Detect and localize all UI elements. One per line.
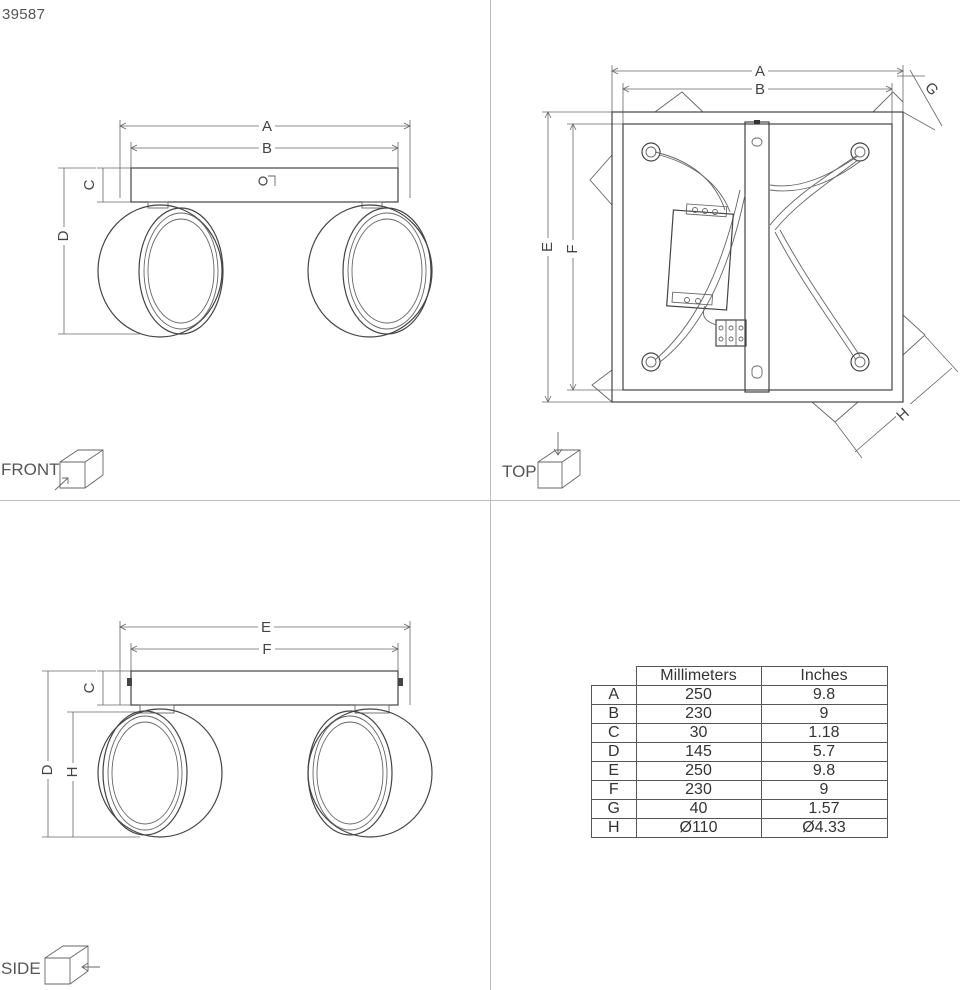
row-mm: 230 xyxy=(635,704,762,724)
top-label-g: G xyxy=(921,79,942,99)
row-in: 9.8 xyxy=(760,685,888,705)
row-in: 9 xyxy=(760,704,888,724)
row-mm: 40 xyxy=(635,799,762,819)
table-header-blank xyxy=(591,666,637,686)
top-view-cube-icon xyxy=(537,432,581,489)
top-label-b: B xyxy=(755,81,765,98)
row-key: H xyxy=(591,818,637,838)
side-view-label: SIDE xyxy=(1,959,41,978)
row-key: E xyxy=(591,761,637,781)
top-label-f: F xyxy=(564,244,581,253)
front-dimension-c: C xyxy=(81,167,131,203)
row-in: 1.57 xyxy=(760,799,888,819)
side-dimension-c: C xyxy=(81,670,131,706)
top-cables xyxy=(654,151,863,363)
row-in: 1.18 xyxy=(760,723,888,743)
row-in: 5.7 xyxy=(760,742,888,762)
row-key: A xyxy=(591,685,637,705)
top-outer-plate xyxy=(611,111,904,403)
row-key: C xyxy=(591,723,637,743)
top-driver-box xyxy=(666,203,734,311)
horizontal-divider xyxy=(0,500,960,501)
product-code: 39587 xyxy=(2,6,46,23)
front-view-cube-icon xyxy=(54,449,104,491)
side-spot-right xyxy=(307,704,433,838)
side-label-c: C xyxy=(81,682,98,693)
side-dimension-d: D xyxy=(39,670,140,838)
side-dimension-e: E xyxy=(119,617,411,705)
row-key: G xyxy=(591,799,637,819)
top-dimension-h: H xyxy=(834,335,959,459)
row-key: B xyxy=(591,704,637,724)
front-label-c: C xyxy=(81,179,98,190)
side-view-cube-icon xyxy=(44,945,100,985)
top-terminal-block xyxy=(703,305,747,347)
top-dimension-g: G xyxy=(897,69,943,131)
front-label-a: A xyxy=(262,118,272,135)
top-view-label: TOP xyxy=(502,462,537,481)
vertical-divider xyxy=(490,0,491,990)
table-header-millimeters: Millimeters xyxy=(635,666,762,686)
front-view: A B C xyxy=(54,116,433,491)
front-dimension-b: B xyxy=(130,138,399,168)
front-dimension-a: A xyxy=(119,116,411,198)
row-mm: Ø110 xyxy=(635,818,762,838)
front-screw xyxy=(258,176,268,186)
front-dimension-d: D xyxy=(55,167,140,335)
row-key: D xyxy=(591,742,637,762)
top-dimension-f: F xyxy=(564,123,623,391)
row-in: Ø4.33 xyxy=(760,818,888,838)
top-mounting-rail xyxy=(744,120,770,393)
side-spot-left xyxy=(97,704,223,838)
row-mm: 250 xyxy=(635,761,762,781)
top-spot-outlines xyxy=(589,91,926,423)
side-label-f: F xyxy=(262,641,271,658)
top-dimension-e: E xyxy=(539,111,612,403)
front-spot-left xyxy=(97,201,224,338)
top-view: A B E xyxy=(537,61,959,489)
dimension-table-header: Millimeters Inches xyxy=(591,666,888,686)
top-label-e: E xyxy=(539,242,556,252)
table-header-inches: Inches xyxy=(760,666,888,686)
top-dimension-a: A xyxy=(611,61,904,112)
front-spot-right xyxy=(307,201,433,338)
top-dimension-b: B xyxy=(622,79,893,124)
row-mm: 30 xyxy=(635,723,762,743)
side-view: E F C xyxy=(39,617,433,985)
side-label-d: D xyxy=(39,764,56,775)
front-view-label: FRONT xyxy=(1,460,60,479)
side-dimension-h: H xyxy=(64,711,140,837)
side-ceiling-plate xyxy=(130,670,399,706)
top-inner-plate xyxy=(622,123,893,391)
front-label-d: D xyxy=(55,230,72,241)
side-label-e: E xyxy=(261,619,271,636)
row-mm: 145 xyxy=(635,742,762,762)
front-label-b: B xyxy=(262,140,272,157)
row-in: 9 xyxy=(760,780,888,800)
top-label-a: A xyxy=(755,63,765,80)
row-in: 9.8 xyxy=(760,761,888,781)
side-dimension-f: F xyxy=(130,639,399,671)
side-label-h: H xyxy=(64,767,81,778)
row-mm: 230 xyxy=(635,780,762,800)
row-key: F xyxy=(591,780,637,800)
front-ceiling-plate xyxy=(130,167,399,203)
row-mm: 250 xyxy=(635,685,762,705)
